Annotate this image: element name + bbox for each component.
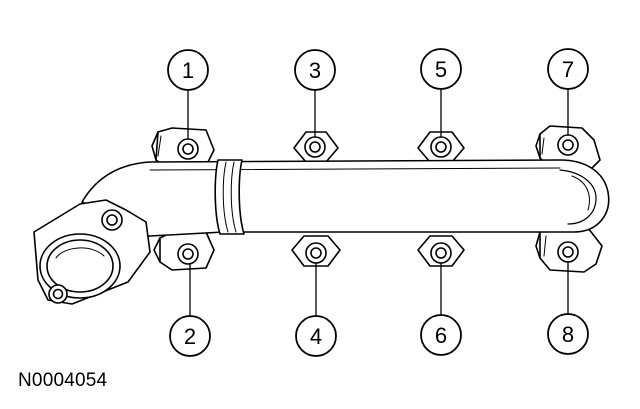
callout-label-6: 6 <box>435 323 447 348</box>
callout-label-3: 3 <box>309 58 321 83</box>
callout-label-7: 7 <box>562 57 574 82</box>
bolt-hole-7 <box>557 134 579 156</box>
callout-circle-2 <box>169 315 211 357</box>
bolt-hole-1 <box>177 138 199 160</box>
bolt-hole-4 <box>305 242 327 264</box>
callout-circle-5 <box>420 48 462 90</box>
callout-circle-6 <box>420 314 462 356</box>
bolt-hole-5 <box>430 136 452 158</box>
tube-collar <box>214 159 245 235</box>
callout-circle-8 <box>547 313 589 355</box>
callout-label-2: 2 <box>184 324 196 349</box>
callout-label-5: 5 <box>435 57 447 82</box>
bolt-hole-3 <box>304 136 326 158</box>
bolt-hole-6 <box>430 242 452 264</box>
callout-circle-7 <box>547 48 589 90</box>
bolt-hole-2 <box>177 243 199 265</box>
callout-circle-4 <box>295 315 337 357</box>
callout-circle-1 <box>167 49 209 91</box>
outlet-flange <box>33 199 151 305</box>
callout-label-4: 4 <box>310 324 322 349</box>
callout-label-1: 1 <box>182 58 194 83</box>
callout-label-8: 8 <box>562 322 574 347</box>
bolt-hole-8 <box>557 241 579 263</box>
figure-reference-code: N0004054 <box>18 370 108 391</box>
manifold-tube <box>81 159 610 238</box>
callout-circle-3 <box>294 49 336 91</box>
